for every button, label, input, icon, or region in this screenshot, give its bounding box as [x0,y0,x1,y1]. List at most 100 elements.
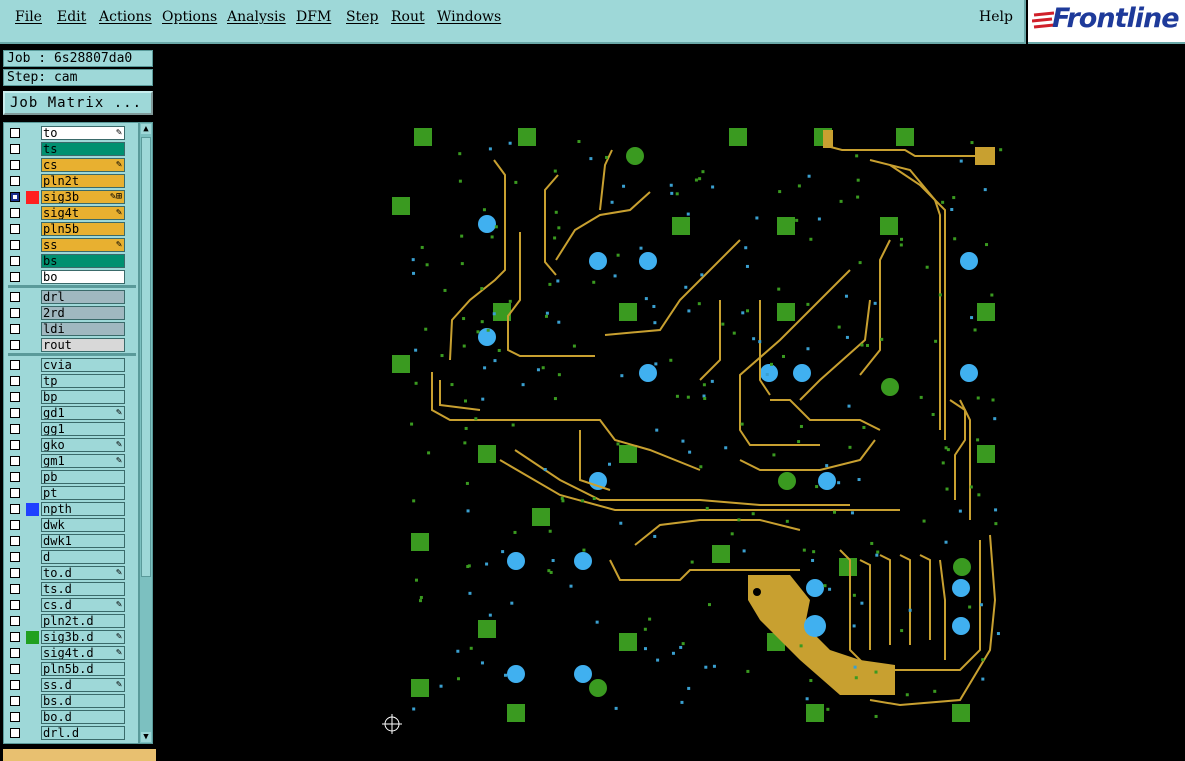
layer-checkbox[interactable] [10,144,20,154]
layer-name[interactable]: bp [41,390,125,404]
layer-row-pln2t[interactable]: pln2t [4,173,138,189]
layer-checkbox[interactable] [10,256,20,266]
layer-name[interactable]: dwk1 [41,534,125,548]
layer-checkbox[interactable] [10,240,20,250]
layer-row-bo-d[interactable]: bo.d [4,709,138,725]
layer-row-pln5b-d[interactable]: pln5b.d [4,661,138,677]
menu-step[interactable]: Step [346,9,379,25]
menu-help[interactable]: Help [979,9,1013,25]
graphics-canvas[interactable] [157,46,1185,757]
layer-name[interactable]: to✎ [41,126,125,140]
layer-name[interactable]: ss.d✎ [41,678,125,692]
layer-row-to-d[interactable]: to.d✎ [4,565,138,581]
layer-row-dwk1[interactable]: dwk1 [4,533,138,549]
layer-checkbox[interactable] [10,520,20,530]
layer-checkbox[interactable] [10,696,20,706]
layer-name[interactable]: ts [41,142,125,156]
scroll-up-arrow-icon[interactable]: ▲ [141,124,151,134]
layer-row-rout[interactable]: rout [4,337,138,353]
layer-color-swatch[interactable] [26,631,39,644]
layer-row-pln5b[interactable]: pln5b [4,221,138,237]
scroll-thumb[interactable] [141,137,151,577]
menu-windows[interactable]: Windows [437,9,502,25]
layer-row-drl-d[interactable]: drl.d [4,725,138,741]
layer-checkbox[interactable] [10,272,20,282]
layer-checkbox[interactable] [10,456,20,466]
layer-checkbox[interactable] [10,408,20,418]
pcb-board-view[interactable] [157,46,1185,757]
layer-checkbox[interactable] [10,600,20,610]
layer-name[interactable]: bs [41,254,125,268]
menu-edit[interactable]: Edit [57,9,87,25]
layer-name[interactable]: ldi [41,322,125,336]
layer-checkbox[interactable] [10,424,20,434]
layer-checkbox[interactable] [10,664,20,674]
layer-checkbox[interactable] [10,568,20,578]
menu-dfm[interactable]: DFM [296,9,332,25]
layer-name[interactable]: ts.d [41,582,125,596]
layer-checkbox[interactable] [10,440,20,450]
layer-checkbox[interactable] [10,176,20,186]
menu-options[interactable]: Options [162,9,218,25]
layer-name[interactable]: pln2t.d [41,614,125,628]
layer-checkbox[interactable] [10,504,20,514]
layer-checkbox[interactable] [10,324,20,334]
layer-row-to[interactable]: to✎ [4,125,138,141]
menu-rout[interactable]: Rout [391,9,425,25]
layer-name[interactable]: tp [41,374,125,388]
scroll-down-arrow-icon[interactable]: ▼ [141,732,151,742]
layer-row-bs[interactable]: bs [4,253,138,269]
layer-checkbox[interactable] [10,488,20,498]
layer-row-drl[interactable]: drl [4,289,138,305]
layer-row-bp[interactable]: bp [4,389,138,405]
layer-row-pln2t-d[interactable]: pln2t.d [4,613,138,629]
layer-checkbox[interactable] [10,224,20,234]
layer-list-scrollbar[interactable]: ▲ ▼ [139,122,153,744]
layer-row-pt[interactable]: pt [4,485,138,501]
menu-file[interactable]: File [15,9,42,25]
layer-row-sig4t[interactable]: sig4t✎ [4,205,138,221]
layer-name[interactable]: sig4t✎ [41,206,125,220]
menu-analysis[interactable]: Analysis [227,9,286,25]
layer-checkbox[interactable] [10,340,20,350]
layer-color-swatch[interactable] [26,191,39,204]
layer-checkbox[interactable] [10,584,20,594]
layer-checkbox[interactable] [10,208,20,218]
layer-row-ts[interactable]: ts [4,141,138,157]
layer-checkbox[interactable] [10,728,20,738]
layer-row-bo[interactable]: bo [4,269,138,285]
layer-name[interactable]: sig4t.d✎ [41,646,125,660]
layer-row-cs[interactable]: cs✎ [4,157,138,173]
layer-checkbox[interactable] [10,632,20,642]
layer-name[interactable]: gd1✎ [41,406,125,420]
layer-checkbox[interactable] [10,160,20,170]
layer-name[interactable]: drl.d [41,726,125,740]
layer-row-2rd[interactable]: 2rd [4,305,138,321]
layer-checkbox[interactable] [10,292,20,302]
layer-name[interactable]: npth [41,502,125,516]
layer-checkbox[interactable] [10,536,20,546]
layer-row-npth[interactable]: npth [4,501,138,517]
layer-row-bs-d[interactable]: bs.d [4,693,138,709]
layer-checkbox[interactable] [10,360,20,370]
layer-checkbox[interactable] [10,680,20,690]
layer-name[interactable]: gm1✎ [41,454,125,468]
layer-row-sig4t-d[interactable]: sig4t.d✎ [4,645,138,661]
layer-checkbox[interactable] [10,192,20,202]
layer-name[interactable]: dwk [41,518,125,532]
layer-name[interactable]: gg1 [41,422,125,436]
layer-name[interactable]: pt [41,486,125,500]
layer-row-sig3b[interactable]: sig3b✎⊞ [4,189,138,205]
layer-row-sig3b-d[interactable]: sig3b.d✎ [4,629,138,645]
layer-name[interactable]: ss✎ [41,238,125,252]
layer-name[interactable]: pln5b.d [41,662,125,676]
layer-name[interactable]: drl [41,290,125,304]
layer-name[interactable]: d [41,550,125,564]
layer-row-ldi[interactable]: ldi [4,321,138,337]
layer-name[interactable]: pln5b [41,222,125,236]
layer-row-d[interactable]: d [4,549,138,565]
layer-checkbox[interactable] [10,552,20,562]
layer-row-pb[interactable]: pb [4,469,138,485]
layer-row-tp[interactable]: tp [4,373,138,389]
layer-checkbox[interactable] [10,128,20,138]
